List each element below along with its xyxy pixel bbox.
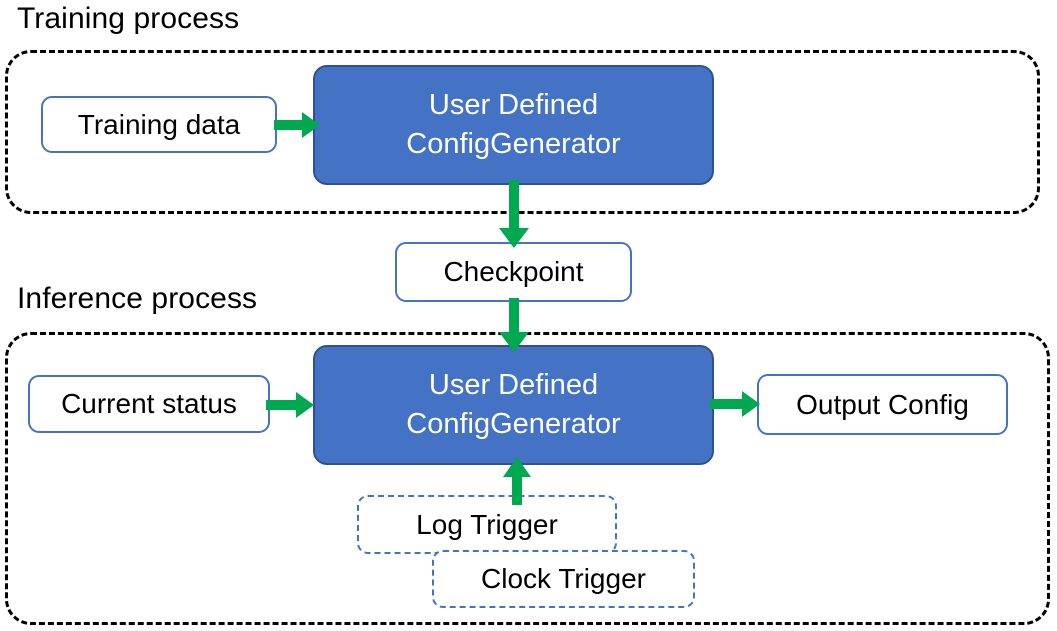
training-process-label: Training process (17, 2, 240, 35)
trigger-clock[interactable]: Clock Trigger (432, 550, 695, 608)
arrow-log-trigger-to-process-icon (503, 457, 531, 505)
trigger-log[interactable]: Log Trigger (357, 495, 617, 554)
node-checkpoint[interactable]: Checkpoint (395, 242, 632, 302)
process-training-line2: ConfigGenerator (406, 128, 621, 160)
arrow-current-status-to-process-icon (266, 392, 314, 418)
arrow-process-to-output-config-icon (710, 391, 760, 417)
inference-process-label: Inference process (17, 282, 258, 315)
training-process-container (5, 50, 1040, 214)
process-user-defined-configgenerator-training[interactable]: User Defined ConfigGenerator (313, 65, 714, 185)
process-inference-line1: User Defined (428, 369, 599, 401)
node-training-data[interactable]: Training data (41, 96, 277, 153)
process-user-defined-configgenerator-inference[interactable]: User Defined ConfigGenerator (313, 345, 714, 465)
process-training-line1: User Defined (428, 89, 599, 121)
process-inference-line2: ConfigGenerator (406, 408, 621, 440)
node-output-config[interactable]: Output Config (757, 374, 1008, 435)
node-current-status[interactable]: Current status (28, 375, 270, 433)
arrow-training-data-to-process-icon (274, 112, 320, 138)
arrow-training-process-to-checkpoint-icon (499, 180, 529, 248)
arrow-checkpoint-to-inference-process-icon (499, 298, 529, 352)
